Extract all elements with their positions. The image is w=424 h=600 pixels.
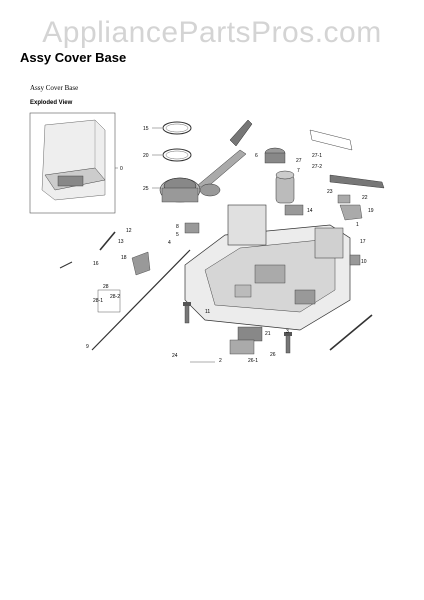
callout-26-1: 26-1 xyxy=(248,358,258,364)
callout-18: 18 xyxy=(121,255,127,261)
callout-27: 27 xyxy=(296,158,302,164)
callout-19: 19 xyxy=(368,208,374,214)
callout-1: 1 xyxy=(356,222,359,228)
callout-17: 17 xyxy=(360,239,366,245)
callout-7: 7 xyxy=(297,168,300,174)
callout-3: 3 xyxy=(286,329,289,335)
callout-28: 28 xyxy=(103,284,109,290)
section-heading: Exploded View xyxy=(30,100,73,106)
diagram-subtitle: Assy Cover Base xyxy=(30,84,79,92)
callout-28-1: 28-1 xyxy=(93,298,103,304)
callout-labels: 0 15 20 25 6 7 27 27-1 27-2 23 22 19 14 … xyxy=(86,126,374,364)
side-parts xyxy=(59,222,373,363)
callout-13: 13 xyxy=(118,239,124,245)
callout-21: 21 xyxy=(265,331,271,337)
callout-9: 9 xyxy=(86,344,89,350)
callout-25: 25 xyxy=(143,186,149,192)
callout-5: 5 xyxy=(176,232,179,238)
ring-seals xyxy=(152,121,192,162)
site-watermark: AppliancePartsPros.com xyxy=(42,16,382,49)
callout-6: 6 xyxy=(255,153,258,159)
callout-20: 20 xyxy=(143,153,149,159)
callout-22: 22 xyxy=(362,195,368,201)
page-title: Assy Cover Base xyxy=(20,50,127,65)
base-frame xyxy=(184,204,351,331)
callout-10: 10 xyxy=(361,259,367,265)
callout-2: 2 xyxy=(219,358,222,364)
callout-0: 0 xyxy=(120,166,123,172)
callout-8: 8 xyxy=(176,224,179,230)
callout-26: 26 xyxy=(270,352,276,358)
callout-15: 15 xyxy=(143,126,149,132)
sump-assembly xyxy=(152,119,253,203)
upper-right-parts xyxy=(264,129,385,221)
callout-12: 12 xyxy=(126,228,132,234)
callout-28-2: 28-2 xyxy=(110,294,120,300)
callout-14: 14 xyxy=(307,208,313,214)
callout-11: 11 xyxy=(205,309,210,315)
callout-27-1: 27-1 xyxy=(312,153,322,159)
callout-23: 23 xyxy=(327,189,333,195)
overview-inset xyxy=(29,112,118,214)
callout-16: 16 xyxy=(93,261,99,267)
callout-24: 24 xyxy=(172,353,178,359)
callout-27-2: 27-2 xyxy=(312,164,322,170)
callout-4: 4 xyxy=(168,240,171,246)
